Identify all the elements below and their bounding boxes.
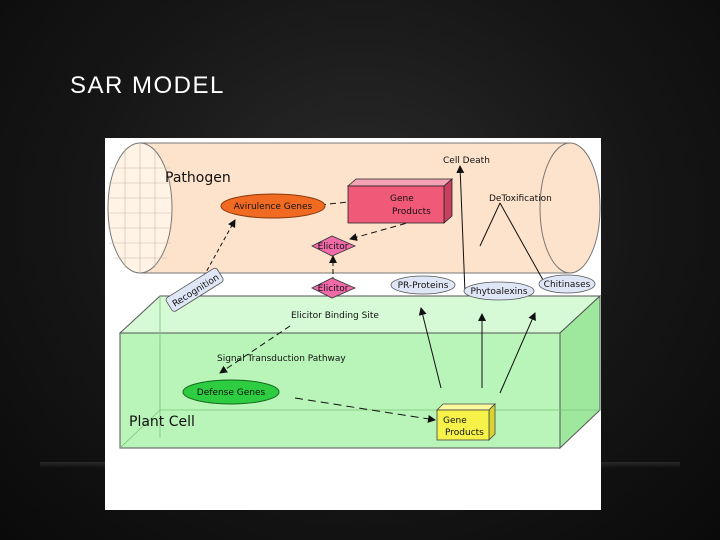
elicitor-bottom-label: Elicitor (318, 284, 349, 294)
plant-gene-products-line1: Gene (443, 416, 467, 426)
sar-diagram-svg: Pathogen Cell Death Avirulence Genes Gen… (105, 138, 601, 510)
elicitor-bottom-node: Elicitor (312, 278, 355, 298)
defense-genes-label: Defense Genes (197, 388, 266, 398)
pr-proteins-label: PR-Proteins (398, 281, 449, 291)
avirulence-genes-label: Avirulence Genes (234, 202, 313, 212)
defense-genes-node: Defense Genes (183, 380, 279, 404)
phytoalexins-label: Phytoalexins (470, 287, 527, 297)
phytoalexins-node: Phytoalexins (464, 282, 534, 300)
gene-products-line2: Products (392, 207, 431, 217)
plant-gene-products-node: Gene Products (437, 404, 495, 440)
gene-products-line1: Gene (390, 194, 414, 204)
pathogen-label: Pathogen (165, 170, 231, 186)
signal-transduction-label: Signal Transduction Pathway (217, 354, 346, 364)
chitinases-node: Chitinases (539, 275, 595, 293)
elicitor-top-label: Elicitor (318, 242, 349, 252)
elicitor-binding-site-label: Elicitor Binding Site (291, 311, 379, 321)
pr-proteins-node: PR-Proteins (391, 276, 455, 294)
plant-cell-label: Plant Cell (129, 414, 195, 430)
plant-gene-products-line2: Products (445, 428, 484, 438)
slide-title: SAR MODEL (70, 72, 225, 100)
cell-death-label: Cell Death (443, 156, 490, 166)
avirulence-genes-node: Avirulence Genes (221, 194, 325, 218)
detoxification-label: DeToxification (489, 194, 552, 204)
chitinases-label: Chitinases (544, 280, 591, 290)
pathogen-gene-products-node: Gene Products (348, 179, 452, 223)
sar-diagram: Pathogen Cell Death Avirulence Genes Gen… (105, 138, 601, 510)
